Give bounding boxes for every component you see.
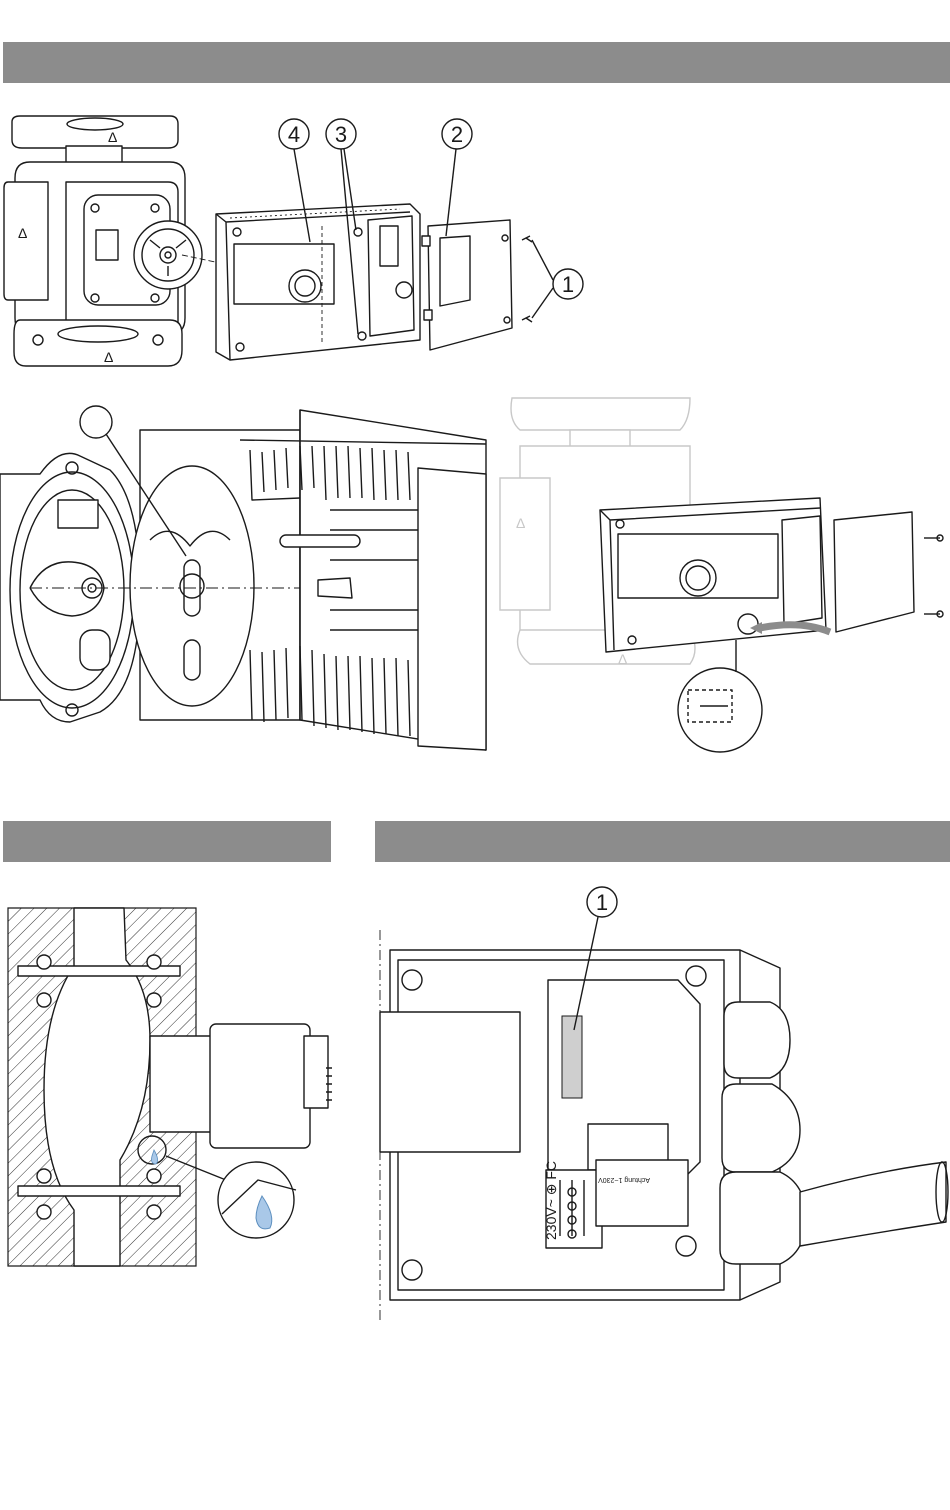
terminal-box-figure: Achtung 1~230V 230V~ ⊕ FC 1	[380, 887, 948, 1320]
terminal-voltage-label: 230V~ ⊕ FC	[543, 1161, 559, 1240]
svg-text:1: 1	[562, 272, 574, 297]
flow-direction-marker: Δ	[516, 515, 525, 531]
condensate-section-figure	[8, 908, 332, 1266]
callout-2: 2	[442, 119, 472, 236]
cable-glands	[720, 1002, 948, 1264]
svg-text:3: 3	[335, 122, 347, 147]
pump-assembled-figure: Δ Δ	[500, 398, 943, 752]
flow-direction-marker: Δ	[618, 651, 627, 667]
flow-direction-marker: Δ	[104, 349, 113, 365]
pump-body-drawing: Δ Δ Δ	[4, 116, 215, 366]
svg-text:4: 4	[288, 122, 300, 147]
svg-text:2: 2	[451, 122, 463, 147]
svg-text:1: 1	[596, 890, 608, 915]
flow-direction-marker: Δ	[18, 225, 27, 241]
cover-plate-drawing	[422, 220, 532, 350]
flow-direction-marker: Δ	[108, 129, 117, 145]
callout-1: 1	[532, 240, 583, 318]
coupling-detail-figure	[0, 406, 486, 750]
terminal-warning-label: Achtung 1~230V	[598, 1176, 650, 1183]
electronic-module-drawing	[216, 204, 420, 360]
pump-exploded-figure: Δ Δ Δ	[4, 116, 583, 366]
